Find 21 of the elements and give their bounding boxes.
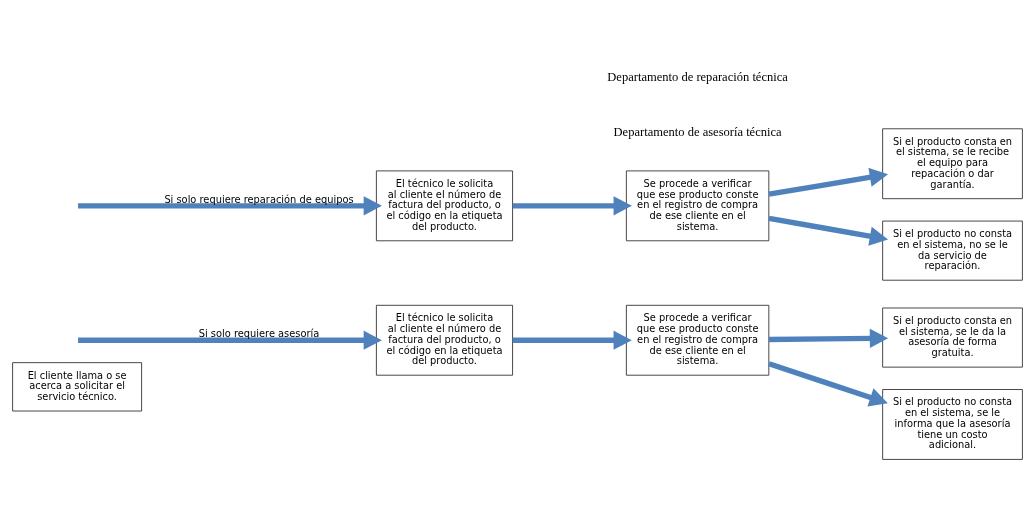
node-box: Si el producto no consta en el sistema, se le informa que la asesoría tiene un costo adicional. [882,389,1023,460]
arrow [512,196,632,216]
node-box: Si el producto no consta en el sistema, no se le da servicio de reparación. [882,220,1023,281]
arrow [768,328,889,349]
label: Departamento de reparación técnica [607,70,788,85]
node-box: El técnico le solicita al cliente el número de factura del producto, o el código en la etiqueta del producto. [375,170,514,242]
edge-label: Si solo requiere asesoría [198,328,320,340]
edge-label: Si solo requiere reparación de equipos [164,193,354,205]
node-box: Si el producto consta en el sistema, se le da la asesoría de forma gratuita. [882,307,1023,368]
node-box: Se procede a verificar que ese producto conste en el registro de compra de ese cliente en el sistema. [625,170,770,242]
label: Departamento de asesoría técnica [613,124,782,139]
arrow [768,215,889,246]
node-box: Se procede a verificar que ese producto conste en el registro de compra de ese cliente en el sistema. [625,304,770,376]
arrow [78,196,382,216]
arrow [78,330,382,350]
node-box: El técnico le solicita al cliente el número de factura del producto, o el código en la etiqueta del producto. [375,304,514,376]
arrow [768,167,889,197]
arrow [768,361,888,407]
node-box: El cliente llama o se acerca a solicitar el servicio técnico. [12,362,143,412]
arrow [512,330,632,350]
node-box: Si el producto consta en el sistema, se le recibe el equipo para repacación o dar garantía. [882,128,1023,200]
